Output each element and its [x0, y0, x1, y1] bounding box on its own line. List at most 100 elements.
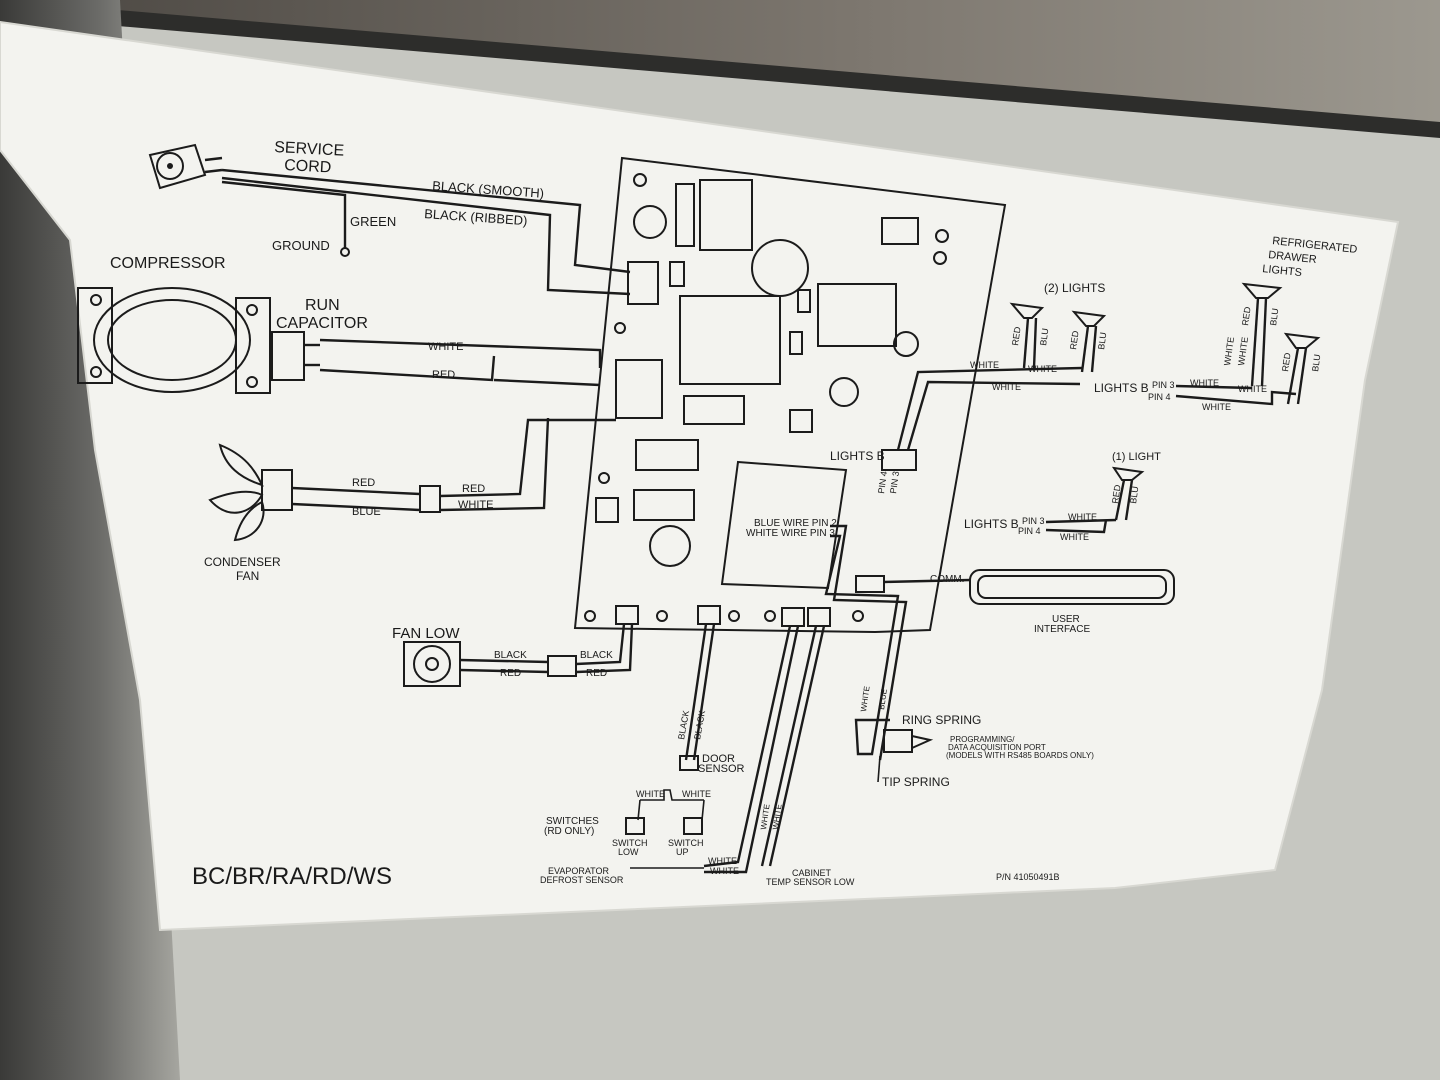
drawer-lights-label-3: LIGHTS: [1262, 263, 1303, 279]
switch-up-icon: [683, 817, 703, 835]
blue-label-port: BLUE: [877, 688, 889, 710]
condenser-fan-label-1: CONDENSER: [204, 555, 281, 569]
switch-up-label-1: SWITCH: [668, 838, 704, 848]
white-label-evap-1: WHITE: [708, 856, 737, 866]
blue-wire-pin2-label: BLUE WIRE PIN 2: [754, 518, 837, 529]
white-label-drawer-1: WHITE: [1222, 336, 1236, 366]
service-cord-label-1: SERVICE: [274, 139, 345, 160]
part-number-label: P/N 41050491B: [996, 872, 1060, 882]
cabinet-label-2: TEMP SENSOR LOW: [766, 877, 855, 887]
run-capacitor-icon: [271, 331, 320, 381]
fan-low-icon: [403, 641, 461, 687]
condenser-fan-label-2: FAN: [236, 569, 259, 583]
ground-label: GROUND: [272, 238, 330, 253]
black-label-fan-1: BLACK: [494, 650, 527, 661]
lights-b-board-label: LIGHTS B: [830, 449, 885, 463]
door-sensor-label-2: SENSOR: [698, 763, 745, 775]
white-label-drawer-5: WHITE: [1202, 402, 1231, 412]
white-label-drawer-3: WHITE: [1190, 378, 1219, 388]
red-label-fanlow-2: RED: [586, 668, 607, 679]
switch-low-icon: [625, 817, 645, 835]
black-label-fan-2: BLACK: [580, 650, 613, 661]
ground-terminal-icon: [340, 247, 350, 257]
lights-b-drawer-label: LIGHTS B: [1094, 381, 1149, 395]
service-cord-plug-icon: [148, 143, 223, 190]
switches-label-1: SWITCHES: [546, 816, 599, 827]
programming-label-2: DATA ACQUISITION PORT: [948, 743, 1046, 752]
door-sensor-label-1: DOOR: [702, 753, 735, 765]
drawer-light-1-icon: [1241, 282, 1283, 387]
blu-label-drawer-2: BLU: [1310, 354, 1322, 373]
condenser-fan-connector: [419, 485, 441, 513]
fan-low-label: FAN LOW: [392, 625, 460, 642]
white-label-lights-2: WHITE: [1028, 364, 1057, 374]
user-interface-label-1: USER: [1052, 614, 1080, 625]
light-2-icon: [1071, 310, 1107, 373]
user-interface-icon: [969, 569, 1175, 605]
blu-label-drawer-1: BLU: [1268, 308, 1280, 327]
white-wire-pin3-label: WHITE WIRE PIN 3: [746, 528, 835, 539]
label-paper: [0, 20, 1400, 932]
pin3-drawer-label: PIN 3: [1152, 380, 1175, 390]
switch-up-label-2: UP: [676, 847, 689, 857]
one-light-label: (1) LIGHT: [1112, 451, 1161, 463]
models-label: BC/BR/RA/RD/WS: [192, 863, 392, 890]
blu-label-light-2: BLU: [1096, 332, 1108, 351]
white-label-switch-1: WHITE: [636, 789, 665, 799]
red-label-drawer-2: RED: [1280, 352, 1293, 373]
white-label-single-1: WHITE: [1068, 512, 1097, 522]
comm-label: COMM.: [930, 574, 964, 585]
switch-low-label-2: LOW: [618, 847, 639, 857]
programming-label-1: PROGRAMMING/: [950, 735, 1015, 744]
red-label-fan-2: RED: [462, 483, 485, 495]
white-label-port: WHITE: [859, 685, 872, 712]
white-label-cab-1: WHITE: [759, 803, 772, 830]
compressor-label: COMPRESSOR: [110, 255, 226, 272]
red-label-fanlow-1: RED: [500, 668, 521, 679]
white-label-capacitor: WHITE: [428, 341, 463, 353]
two-lights-label: (2) LIGHTS: [1044, 281, 1105, 295]
pin4-board-label: PIN 4: [876, 471, 889, 495]
cabinet-label-1: CABINET: [792, 868, 832, 878]
pin3-single-label: PIN 3: [1022, 516, 1045, 526]
lights-b-single-label: LIGHTS B: [964, 517, 1019, 531]
tip-spring-label: TIP SPRING: [882, 775, 950, 789]
red-label-drawer-1: RED: [1240, 306, 1253, 327]
user-interface-label-2: INTERFACE: [1034, 624, 1090, 635]
service-cord-label-2: CORD: [284, 157, 332, 176]
black-ribbed-label: BLACK (RIBBED): [424, 206, 528, 228]
single-light-icon: [1111, 466, 1145, 521]
green-label: GREEN: [350, 214, 396, 229]
blu-label-light-1: BLU: [1038, 328, 1050, 347]
drawer-lights-label-2: DRAWER: [1268, 249, 1318, 266]
switch-low-label-1: SWITCH: [612, 838, 648, 848]
red-label-light-2: RED: [1068, 330, 1081, 351]
red-label-light-1: RED: [1010, 326, 1023, 347]
run-capacitor-label-1: RUN: [305, 297, 340, 314]
switches-label-2: (RD ONLY): [544, 826, 594, 837]
white-label-drawer-4: WHITE: [1238, 384, 1267, 394]
run-capacitor-label-2: CAPACITOR: [276, 315, 368, 332]
white-label-single-2: WHITE: [1060, 532, 1089, 542]
blu-label-single: BLU: [1128, 486, 1140, 505]
door-sensor-icon: [679, 755, 699, 771]
compressor-icon: [77, 287, 271, 394]
ring-spring-label: RING SPRING: [902, 713, 981, 727]
evaporator-label-2: DEFROST SENSOR: [540, 875, 624, 885]
evaporator-label-1: EVAPORATOR: [548, 866, 610, 876]
pin4-single-label: PIN 4: [1018, 526, 1041, 536]
condenser-fan-icon: [208, 443, 293, 542]
pin4-drawer-label: PIN 4: [1148, 392, 1171, 402]
white-label-fan: WHITE: [458, 499, 493, 511]
white-label-lights-3: WHITE: [992, 382, 1021, 392]
white-label-cab-2: WHITE: [771, 803, 784, 830]
programming-port-icon: [883, 729, 934, 753]
programming-label-3: (MODELS WITH RS485 BOARDS ONLY): [946, 751, 1094, 760]
fan-low-connector: [547, 655, 577, 677]
white-label-evap-2: WHITE: [710, 866, 739, 876]
red-label-capacitor: RED: [432, 369, 455, 381]
white-label-drawer-2: WHITE: [1236, 336, 1250, 366]
pin3-board-label: PIN 3: [888, 471, 901, 495]
white-label-lights-1: WHITE: [970, 360, 999, 370]
light-1-icon: [1009, 302, 1045, 369]
